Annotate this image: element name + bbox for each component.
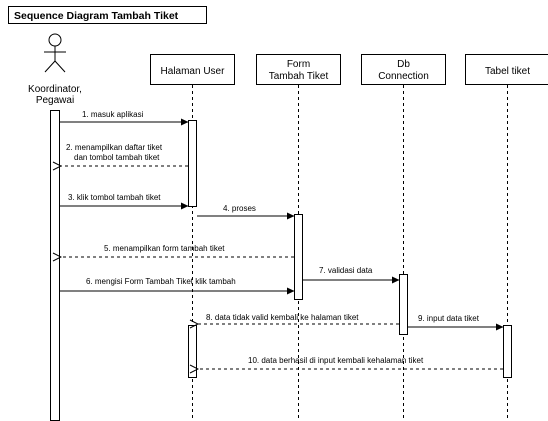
activation-halaman-user-2 (188, 325, 197, 378)
participant-tabel-tiket: Tabel tiket (465, 54, 548, 85)
message-7: 7. validasi data (303, 266, 400, 284)
svg-text:4. proses: 4. proses (223, 204, 256, 213)
svg-text:6. mengisi Form Tambah Tiket k: 6. mengisi Form Tambah Tiket klik tambah (86, 277, 236, 286)
activation-tabel-tiket (503, 325, 512, 378)
svg-text:8. data tidak valid kembali ke: 8. data tidak valid kembali ke halaman t… (206, 313, 359, 322)
activation-db-connection (399, 274, 408, 335)
svg-text:1. masuk aplikasi: 1. masuk aplikasi (82, 110, 144, 119)
activation-form-tambah-tiket (294, 214, 303, 300)
participant-db-connection: Db Connection (361, 54, 446, 85)
message-8: 8. data tidak valid kembali ke halaman t… (198, 313, 399, 324)
message-4: 4. proses (197, 204, 295, 220)
svg-text:5. menampilkan form tambah tik: 5. menampilkan form tambah tiket (104, 244, 225, 253)
actor-label-line-1: Koordinator, (28, 84, 82, 95)
activation-halaman-user-1 (188, 120, 197, 207)
message-1: 1. masuk aplikasi (60, 110, 189, 126)
svg-text:Connection: Connection (378, 71, 429, 82)
svg-text:Tambah Tiket: Tambah Tiket (269, 71, 329, 82)
svg-text:Sequence Diagram Tambah Tiket: Sequence Diagram Tambah Tiket (14, 10, 179, 22)
actor-label-line-2: Pegawai (36, 95, 74, 106)
svg-text:Db: Db (397, 59, 410, 70)
svg-text:10. data berhasil di input kem: 10. data berhasil di input kembali kehal… (248, 356, 424, 365)
svg-text:2. menampilkan daftar tiket: 2. menampilkan daftar tiket (66, 143, 163, 152)
message-9: 9. input data tiket (408, 314, 504, 331)
svg-text:Form: Form (287, 59, 310, 70)
svg-text:dan tombol tambah tiket: dan tombol tambah tiket (74, 153, 160, 162)
svg-text:7. validasi data: 7. validasi data (319, 266, 373, 275)
participant-halaman-user: Halaman User (150, 54, 235, 85)
svg-text:9. input data tiket: 9. input data tiket (418, 314, 480, 323)
message-3: 3. klik tombol tambah tiket (60, 193, 189, 210)
svg-text:3. klik tombol tambah tiket: 3. klik tombol tambah tiket (68, 193, 161, 202)
activation-actor (50, 110, 60, 421)
message-2: 2. menampilkan daftar tiket dan tombol t… (61, 143, 188, 166)
participant-form-tambah-tiket: Form Tambah Tiket (256, 54, 341, 85)
svg-text:Halaman User: Halaman User (161, 66, 226, 77)
svg-text:Tabel tiket: Tabel tiket (485, 66, 530, 77)
message-10: 10. data berhasil di input kembali kehal… (198, 356, 503, 369)
message-5: 5. menampilkan form tambah tiket (61, 244, 294, 257)
message-6: 6. mengisi Form Tambah Tiket klik tambah (60, 277, 295, 295)
actor-coordinator-employee: Koordinator, Pegawai (28, 33, 82, 106)
diagram-title: Sequence Diagram Tambah Tiket (8, 6, 207, 24)
